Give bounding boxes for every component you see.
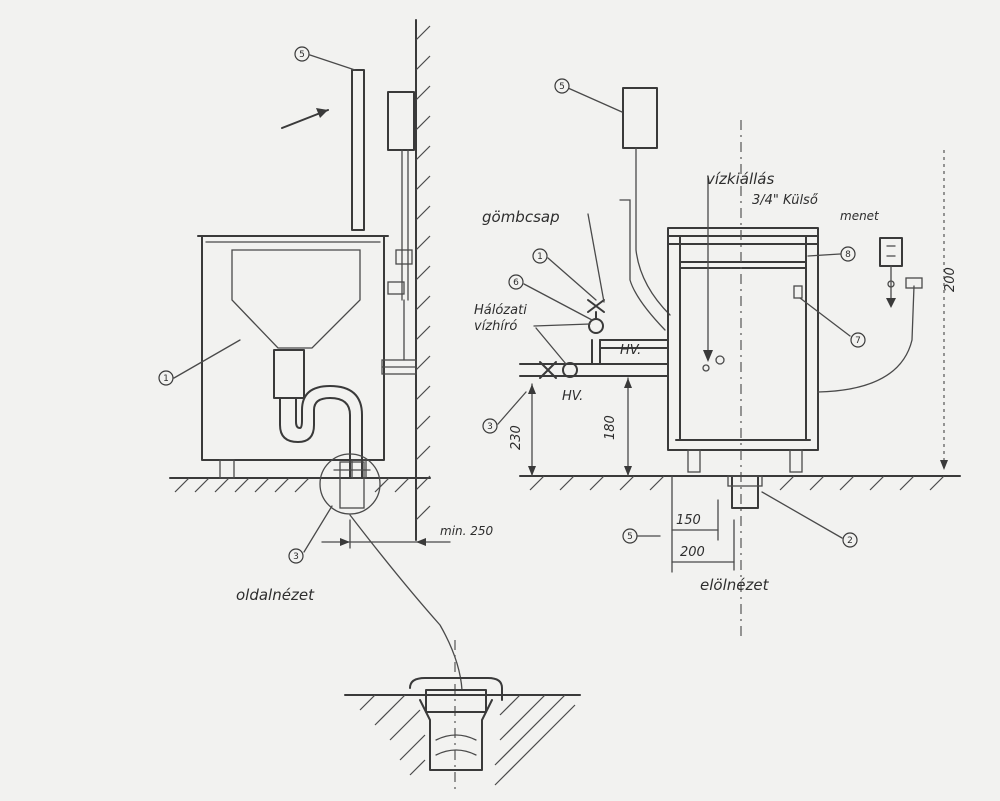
svg-text:8: 8 <box>845 250 851 260</box>
dim-230: 230 <box>509 383 536 477</box>
ref-5-tank: 5 <box>554 78 623 113</box>
svg-text:5: 5 <box>627 532 633 542</box>
side-wall-tank <box>387 91 415 361</box>
water-outlet-label-1: vízkiállás <box>706 170 774 188</box>
side-view-label: oldalnézet <box>236 586 315 604</box>
front-tank <box>619 87 671 331</box>
supply-hose <box>817 285 915 393</box>
water-outlet-label-2: 3/4" Külső <box>752 193 819 208</box>
siphon-pipe <box>279 397 351 479</box>
svg-text:6: 6 <box>513 278 519 288</box>
ref-2-drain: 2 <box>761 491 858 548</box>
hopper <box>231 249 361 349</box>
vent-pipe <box>351 69 365 231</box>
svg-text:min. 250: min. 250 <box>440 524 494 538</box>
upper-valve <box>588 318 604 334</box>
ref-3-floor-drain: 3 <box>288 505 333 564</box>
mains-leaders <box>533 323 591 365</box>
svg-text:150: 150 <box>676 513 701 528</box>
dim-150-200: 150 200 <box>671 475 735 573</box>
ref-1-valve: 1 <box>532 248 597 301</box>
side-view-machine <box>197 69 417 479</box>
ref-5-vent: 5 <box>294 46 356 71</box>
trap-body <box>273 349 305 399</box>
svg-text:3: 3 <box>293 552 299 562</box>
front-view-label: elölnézet <box>700 576 770 594</box>
svg-text:230: 230 <box>509 425 524 450</box>
svg-text:2: 2 <box>847 536 853 546</box>
svg-text:200: 200 <box>680 545 705 560</box>
dim-min-250: min. 250 <box>321 519 494 549</box>
socket-symbol <box>879 237 903 308</box>
water-outlet-label-3: menet <box>840 209 880 223</box>
ball-valve-label: gömbcsap <box>482 208 560 226</box>
wall <box>415 19 431 541</box>
water-supply-pipework <box>519 299 669 379</box>
dim-180: 180 <box>603 377 632 477</box>
svg-text:7: 7 <box>855 336 861 346</box>
floor-line-left <box>169 477 431 493</box>
svg-text:1: 1 <box>537 252 543 262</box>
ball-valve-symbol <box>587 299 605 313</box>
hv-lower-label: HV. <box>562 389 583 404</box>
detail-leader <box>349 514 463 691</box>
floor-line-right <box>519 475 961 491</box>
mains-water-label-2: vízhíró <box>474 319 517 334</box>
front-drain-outlet <box>727 475 763 509</box>
ref-6: 6 <box>508 274 593 321</box>
ref-7: 7 <box>799 297 866 348</box>
svg-text:200: 200 <box>943 267 958 292</box>
lower-valve <box>562 362 578 378</box>
mains-water-label-1: Hálózati <box>474 303 527 318</box>
svg-text:5: 5 <box>559 82 565 92</box>
ref-3-left: 3 <box>482 391 527 434</box>
ref-5-bottom: 5 <box>622 528 661 544</box>
hv-upper-label: HV. <box>620 343 641 358</box>
ref-1-side: 1 <box>158 339 241 386</box>
svg-text:1: 1 <box>163 374 169 384</box>
svg-text:5: 5 <box>299 50 305 60</box>
drain-detail <box>344 640 581 790</box>
front-cabinet <box>667 120 819 640</box>
dim-200: 200 <box>940 150 958 470</box>
svg-text:3: 3 <box>487 422 493 432</box>
floor-drain-detail-marker <box>319 453 381 515</box>
ref-8: 8 <box>807 246 856 262</box>
svg-text:180: 180 <box>603 415 618 440</box>
